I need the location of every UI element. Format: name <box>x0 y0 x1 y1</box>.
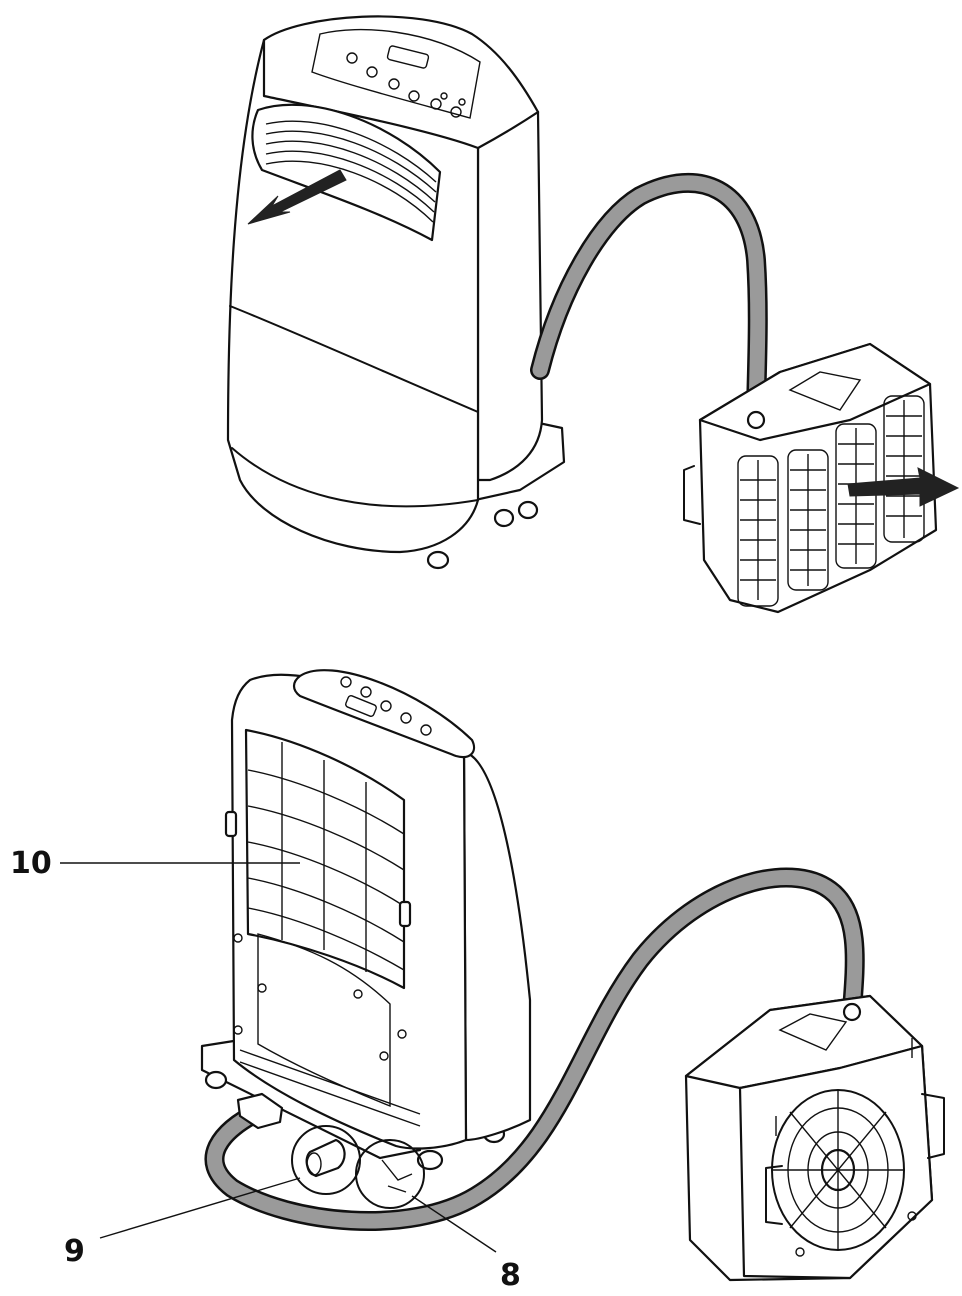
control-button <box>450 106 462 118</box>
detail-circle-9 <box>291 1125 361 1195</box>
indicator-light <box>440 92 448 100</box>
grille-panel <box>883 395 925 543</box>
callout-label-10: 10 <box>10 846 52 881</box>
carry-handle <box>778 1013 848 1051</box>
leader-line-8 <box>411 1195 497 1253</box>
air-outlet-louvre <box>251 103 442 242</box>
display-window <box>386 45 430 69</box>
exhaust-hose-bottom-fill <box>206 870 863 1229</box>
filter-grid <box>247 742 405 972</box>
exhaust-hose-top <box>530 172 768 430</box>
ac-unit-rear-view <box>200 669 532 1171</box>
hose-connector <box>236 1092 284 1130</box>
filter-tab <box>398 900 412 928</box>
control-button <box>388 78 400 90</box>
airflow-out-arrow <box>847 467 960 507</box>
rear-access-panel <box>257 933 391 1108</box>
caster-wheel <box>517 500 539 520</box>
callout-label-9: 9 <box>64 1234 85 1269</box>
grille-panel <box>787 449 829 591</box>
body-seam <box>231 447 479 508</box>
control-button <box>380 700 392 712</box>
screw <box>795 1247 805 1257</box>
caster-wheel <box>416 1149 444 1171</box>
fan-guard-spokes <box>772 1090 904 1250</box>
side-handle <box>765 1165 783 1225</box>
rear-control-panel <box>292 669 476 759</box>
screw <box>353 989 363 999</box>
control-button <box>408 90 420 102</box>
caster-wheel <box>493 508 515 528</box>
grille-grid <box>740 400 922 600</box>
control-button <box>420 724 432 736</box>
filter-tab <box>224 810 238 838</box>
control-button <box>340 676 352 688</box>
grille-panel <box>737 455 779 607</box>
ac-unit-front-view <box>226 15 566 570</box>
control-button <box>360 686 372 698</box>
control-button <box>346 52 358 64</box>
control-panel <box>311 28 481 119</box>
screw <box>233 933 243 943</box>
display-window <box>345 695 377 717</box>
exhaust-hose-top-fill <box>532 175 766 428</box>
hose-port <box>842 1002 862 1022</box>
carry-handle <box>788 371 862 411</box>
control-button <box>400 712 412 724</box>
caster-wheel <box>204 1070 228 1090</box>
ac-side-panel <box>476 105 544 482</box>
screw <box>397 1029 407 1039</box>
outdoor-unit-bottom <box>684 994 945 1282</box>
airflow-out-arrow <box>247 169 347 225</box>
body-seam <box>229 305 479 413</box>
screw <box>233 1025 243 1035</box>
side-handle <box>921 1093 945 1159</box>
screw <box>379 1051 389 1061</box>
hose-port <box>746 410 766 430</box>
detail-circle-8 <box>355 1139 425 1209</box>
slot <box>775 1038 913 1136</box>
control-button <box>366 66 378 78</box>
leader-line-9 <box>99 1177 301 1239</box>
screw <box>907 1211 917 1221</box>
side-handle <box>683 465 701 525</box>
indicator-light <box>458 98 466 106</box>
rear-side-panel <box>462 750 532 1142</box>
caster-wheel <box>426 550 450 570</box>
grille-panel <box>835 423 877 569</box>
outdoor-unit-top <box>683 342 960 614</box>
control-button <box>430 98 442 110</box>
louvre-slats <box>265 120 437 223</box>
screw <box>257 983 267 993</box>
base-rail <box>239 1049 421 1127</box>
ac-top-panel <box>262 15 540 150</box>
callout-label-8: 8 <box>500 1258 521 1293</box>
